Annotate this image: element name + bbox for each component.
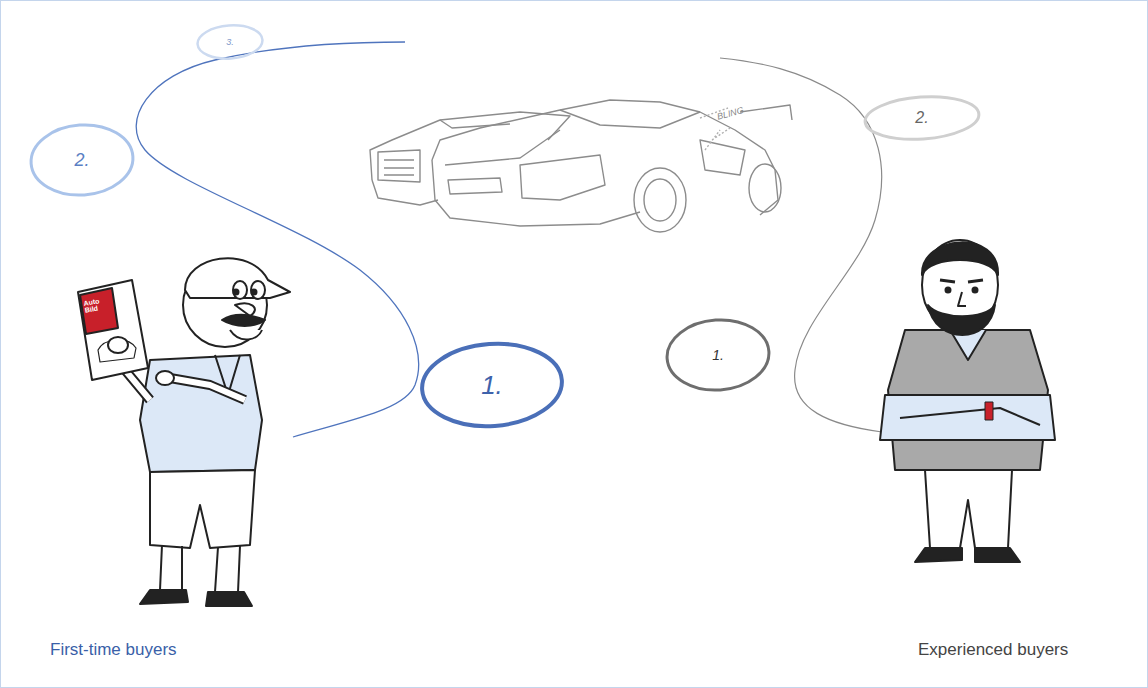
- callout-number: 2.: [862, 94, 982, 142]
- step-circle: 3.: [195, 23, 265, 61]
- hand: [156, 371, 174, 385]
- sportscar-outline: [432, 100, 778, 215]
- group-caption: First-time buyers: [50, 640, 177, 660]
- sportscar-intake: [700, 140, 745, 175]
- crossed-arms: [880, 395, 1055, 440]
- shoes: [915, 548, 1020, 562]
- step-circle: 2.: [28, 122, 136, 198]
- callout-number: 1.: [664, 317, 772, 393]
- circle-outline: [29, 122, 136, 199]
- callout-number: 1.: [418, 340, 566, 430]
- pupil: [252, 290, 257, 295]
- pupil: [234, 290, 239, 295]
- cap: [185, 258, 290, 298]
- wheel: [644, 179, 676, 221]
- wheel: [634, 168, 686, 232]
- first-time-buyer-figure: [78, 258, 290, 606]
- magazine: [78, 280, 148, 380]
- shoes: [140, 590, 252, 606]
- mouth: [230, 330, 262, 339]
- arm: [170, 378, 245, 400]
- eyebrows: [940, 280, 983, 282]
- eye: [973, 288, 978, 293]
- eye: [946, 288, 951, 293]
- sportscar-plate: [448, 178, 502, 194]
- step-circle: 2.: [862, 94, 982, 142]
- step-circle: 1.: [418, 340, 566, 430]
- legs: [160, 545, 240, 592]
- circle-outline: [665, 317, 772, 394]
- sportscar-grille: [520, 155, 605, 200]
- mustache: [222, 315, 265, 326]
- hand: [108, 337, 128, 353]
- suv-outline: [372, 180, 438, 205]
- magazine-logo: [80, 288, 118, 334]
- callout-number: 2.: [28, 122, 136, 198]
- crossed-arms: [900, 408, 1040, 425]
- eye: [233, 281, 247, 299]
- rear-wing: [740, 105, 792, 120]
- sportscar-outline: [432, 160, 640, 226]
- wheel: [749, 164, 781, 212]
- watch: [985, 402, 993, 420]
- step-circle: 1.: [664, 317, 772, 393]
- journey-line: [136, 42, 418, 437]
- cars-illustration: [370, 100, 792, 232]
- nose: [958, 292, 966, 306]
- trousers: [925, 470, 1012, 548]
- experienced-buyer-figure: [880, 240, 1055, 562]
- suv-grille: [378, 150, 420, 182]
- arm: [170, 378, 245, 400]
- hair: [922, 242, 998, 275]
- sportscar-window: [560, 110, 700, 128]
- group-caption: Experienced buyers: [918, 640, 1068, 660]
- callout-number: 3.: [195, 23, 265, 61]
- shirt: [140, 355, 262, 472]
- suv-grille: [384, 160, 414, 175]
- suv-outline: [370, 112, 570, 180]
- eye: [251, 281, 265, 299]
- illustration-text: BLING: [716, 105, 745, 122]
- beard: [928, 305, 995, 335]
- shorts: [150, 470, 255, 548]
- sportscar-hood: [445, 130, 560, 165]
